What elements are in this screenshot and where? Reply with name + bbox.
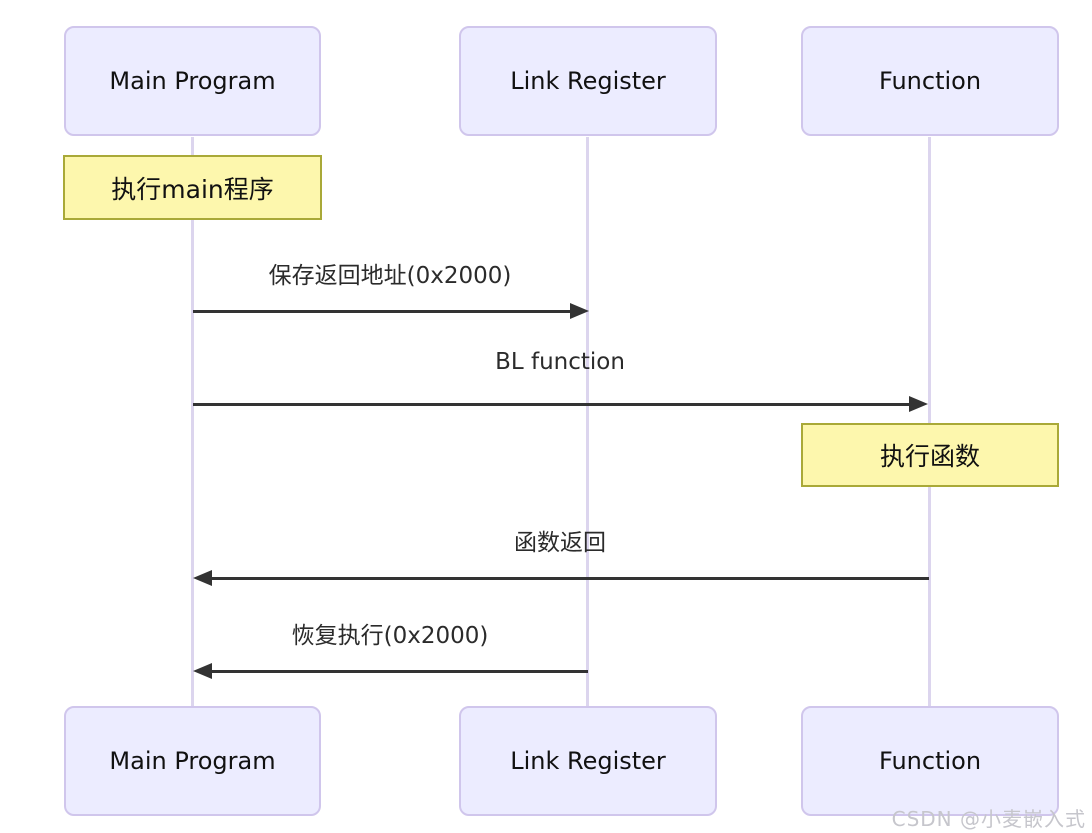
actor-label: Function bbox=[878, 67, 982, 95]
lifeline-function bbox=[928, 137, 931, 706]
lifeline-link-register bbox=[586, 137, 589, 706]
csdn-watermark: CSDN @小麦嵌入式 bbox=[891, 807, 1086, 831]
arrowhead-right-icon bbox=[909, 396, 928, 412]
message-save-return-address-line bbox=[193, 310, 572, 313]
actor-top-link-register: Link Register bbox=[459, 26, 717, 136]
note-execute-function: 执行函数 bbox=[801, 423, 1059, 487]
arrowhead-right-icon bbox=[570, 303, 589, 319]
arrowhead-left-icon bbox=[193, 663, 212, 679]
message-bl-function-label: BL function bbox=[495, 349, 625, 375]
note-text: 执行函数 bbox=[879, 442, 980, 471]
note-execute-main: 执行main程序 bbox=[63, 155, 322, 220]
message-bl-function-line bbox=[193, 403, 911, 406]
note-text: 执行main程序 bbox=[111, 174, 274, 204]
actor-bottom-main-program: Main Program bbox=[64, 706, 321, 816]
message-save-return-address-label: 保存返回地址(0x2000) bbox=[268, 263, 512, 289]
arrowhead-left-icon bbox=[193, 570, 212, 586]
actor-label: Link Register bbox=[510, 67, 666, 95]
actor-label: Main Program bbox=[109, 747, 276, 775]
actor-bottom-function: Function bbox=[801, 706, 1059, 816]
actor-label: Main Program bbox=[109, 67, 276, 95]
message-function-return-line bbox=[211, 577, 929, 580]
actor-top-function: Function bbox=[801, 26, 1059, 136]
actor-label: Function bbox=[878, 747, 982, 775]
lifeline-main-program bbox=[191, 137, 194, 706]
actor-bottom-link-register: Link Register bbox=[459, 706, 717, 816]
message-resume-execution-label: 恢复执行(0x2000) bbox=[291, 623, 489, 649]
actor-label: Link Register bbox=[510, 747, 666, 775]
message-function-return-label: 函数返回 bbox=[514, 530, 606, 556]
actor-top-main-program: Main Program bbox=[64, 26, 321, 136]
message-resume-execution-line bbox=[211, 670, 588, 673]
